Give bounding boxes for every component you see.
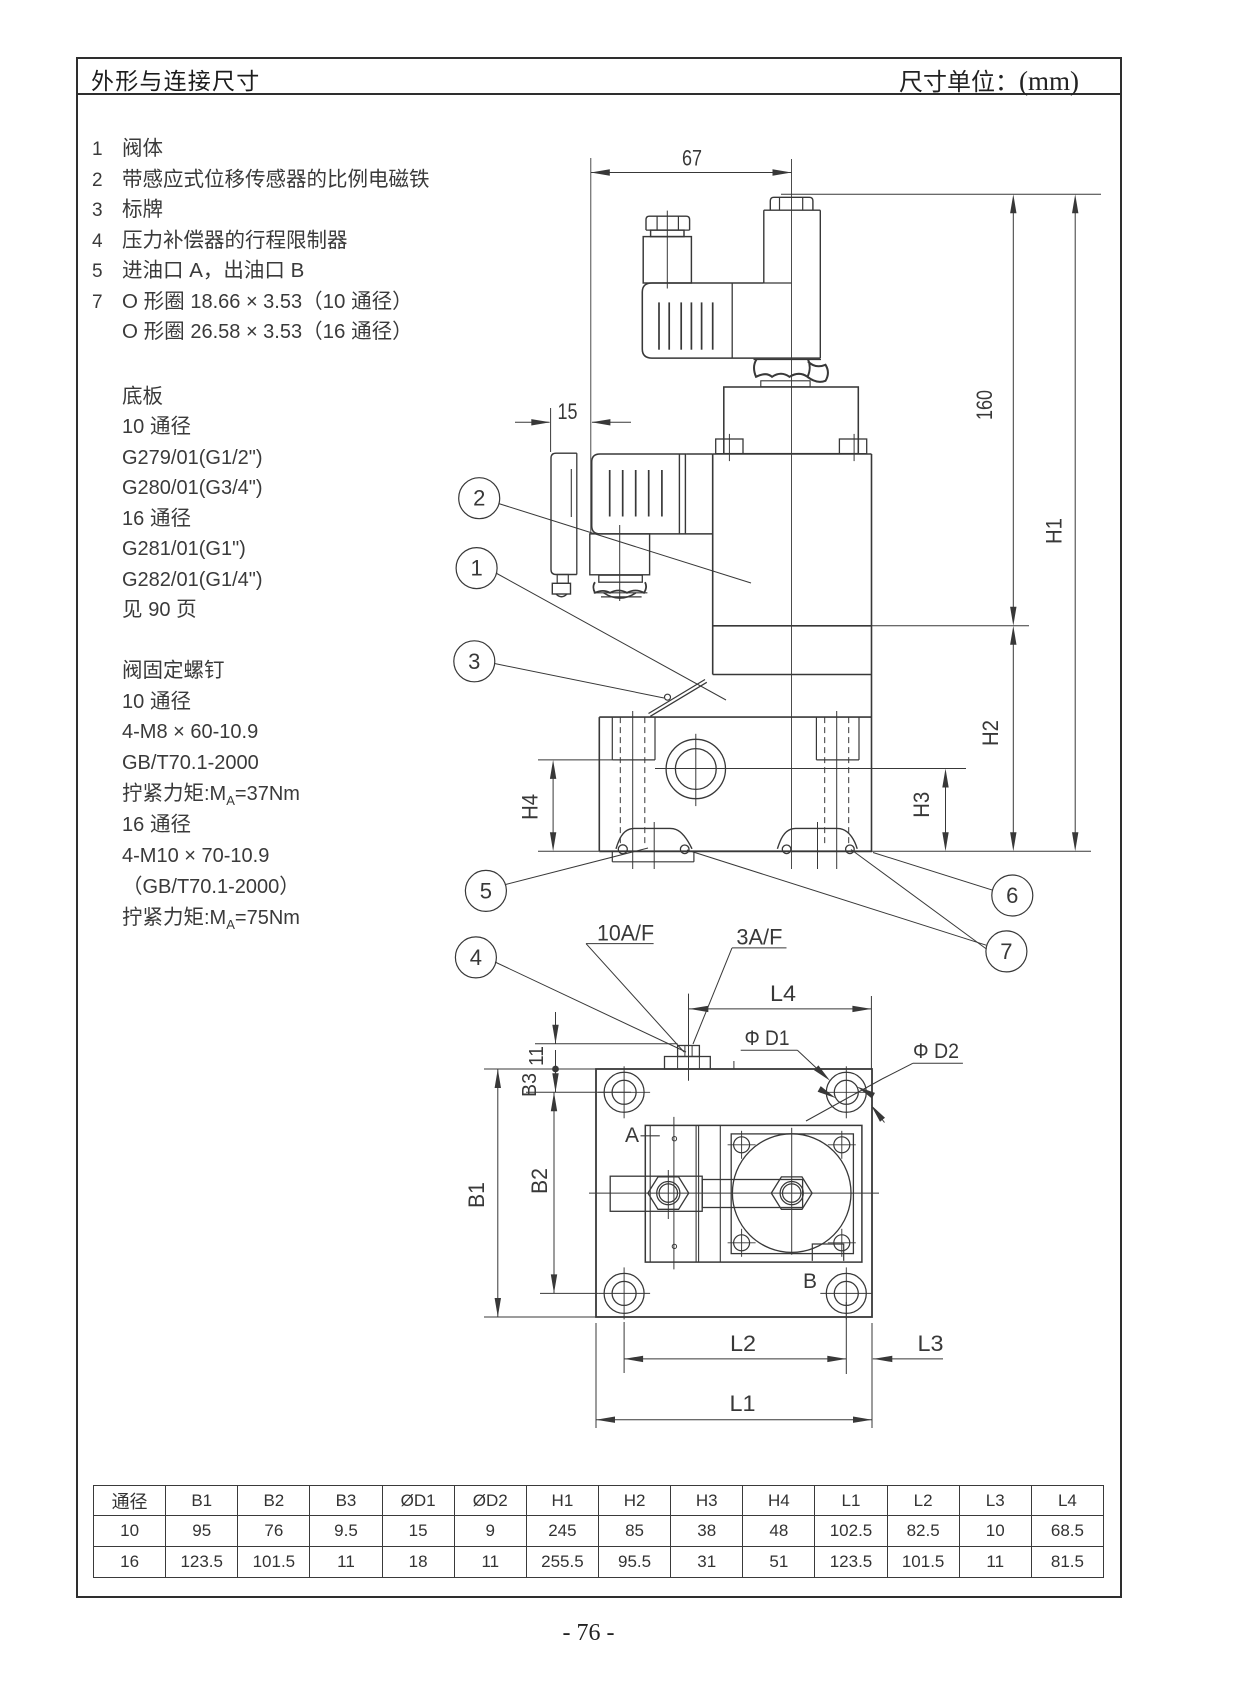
svg-text:L4: L4	[770, 981, 796, 1006]
svg-text:L1: L1	[730, 1391, 756, 1416]
svg-text:3A/F: 3A/F	[736, 925, 782, 950]
svg-text:H3: H3	[909, 792, 934, 818]
svg-text:L2: L2	[730, 1331, 756, 1356]
svg-text:H4: H4	[518, 794, 543, 820]
svg-text:5: 5	[480, 878, 492, 903]
svg-text:L3: L3	[918, 1331, 944, 1356]
svg-text:H1: H1	[1042, 518, 1067, 544]
svg-text:B: B	[803, 1270, 817, 1293]
svg-text:H2: H2	[978, 720, 1003, 746]
svg-text:15: 15	[558, 399, 578, 424]
svg-text:2: 2	[473, 486, 485, 511]
svg-text:Φ D1: Φ D1	[745, 1027, 790, 1050]
svg-text:A: A	[625, 1124, 639, 1147]
svg-text:B3: B3	[519, 1073, 541, 1097]
svg-text:67: 67	[682, 146, 702, 171]
svg-text:11: 11	[526, 1046, 548, 1066]
svg-text:1: 1	[470, 556, 482, 581]
svg-text:10A/F: 10A/F	[597, 921, 654, 946]
svg-text:3: 3	[468, 649, 480, 674]
svg-text:160: 160	[972, 390, 997, 420]
svg-text:Φ D2: Φ D2	[913, 1040, 959, 1063]
svg-text:B1: B1	[464, 1182, 489, 1208]
svg-text:4: 4	[470, 945, 482, 970]
svg-text:7: 7	[1000, 939, 1012, 964]
svg-text:6: 6	[1006, 883, 1018, 908]
svg-text:B2: B2	[527, 1168, 552, 1194]
